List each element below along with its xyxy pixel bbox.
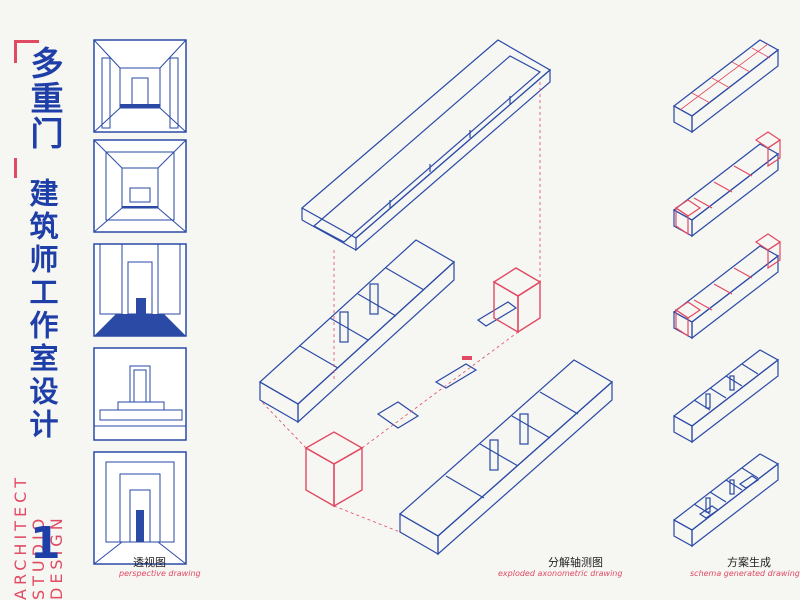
- main-title: 多重门: [25, 46, 64, 151]
- red-volume-upper: [492, 267, 542, 334]
- schema-step-2: [672, 131, 782, 238]
- perspective-panel-3: [93, 243, 187, 337]
- schema-step-1: [672, 39, 780, 134]
- exploded-axonometric: [258, 39, 614, 556]
- roof-slab: [300, 39, 552, 252]
- schema-caption: 方案生成: [727, 556, 771, 569]
- english-title: ARCHITECT STUDIO DESIGN: [11, 473, 66, 600]
- schema-strip: [672, 39, 782, 548]
- perspective-panel-1: [93, 39, 187, 133]
- perspective-panel-4: [93, 347, 187, 441]
- exploded-caption: 分解轴测图: [548, 556, 603, 569]
- sub-title: 建筑师工作室设计: [25, 178, 59, 442]
- schema-step-3: [672, 233, 782, 340]
- page-number: 1: [30, 518, 61, 569]
- perspective-strip: [93, 39, 187, 565]
- red-volume-lower: [304, 431, 364, 508]
- upper-wall-block: [258, 239, 456, 424]
- exploded-caption-en: exploded axonometric drawing: [498, 569, 623, 578]
- perspective-caption: 透视图: [133, 556, 166, 569]
- furniture: [376, 301, 518, 429]
- perspective-caption-en: perspective drawing: [119, 569, 201, 578]
- lower-wall-block: [398, 359, 614, 556]
- title-bracket-top: [14, 40, 39, 63]
- perspective-panel-2: [93, 139, 187, 233]
- schema-step-5: [672, 453, 780, 548]
- title-separator: [14, 158, 17, 178]
- schema-step-4: [672, 349, 780, 444]
- perspective-panel-5: [93, 451, 187, 565]
- schema-caption-en: schema generated drawing: [690, 569, 800, 578]
